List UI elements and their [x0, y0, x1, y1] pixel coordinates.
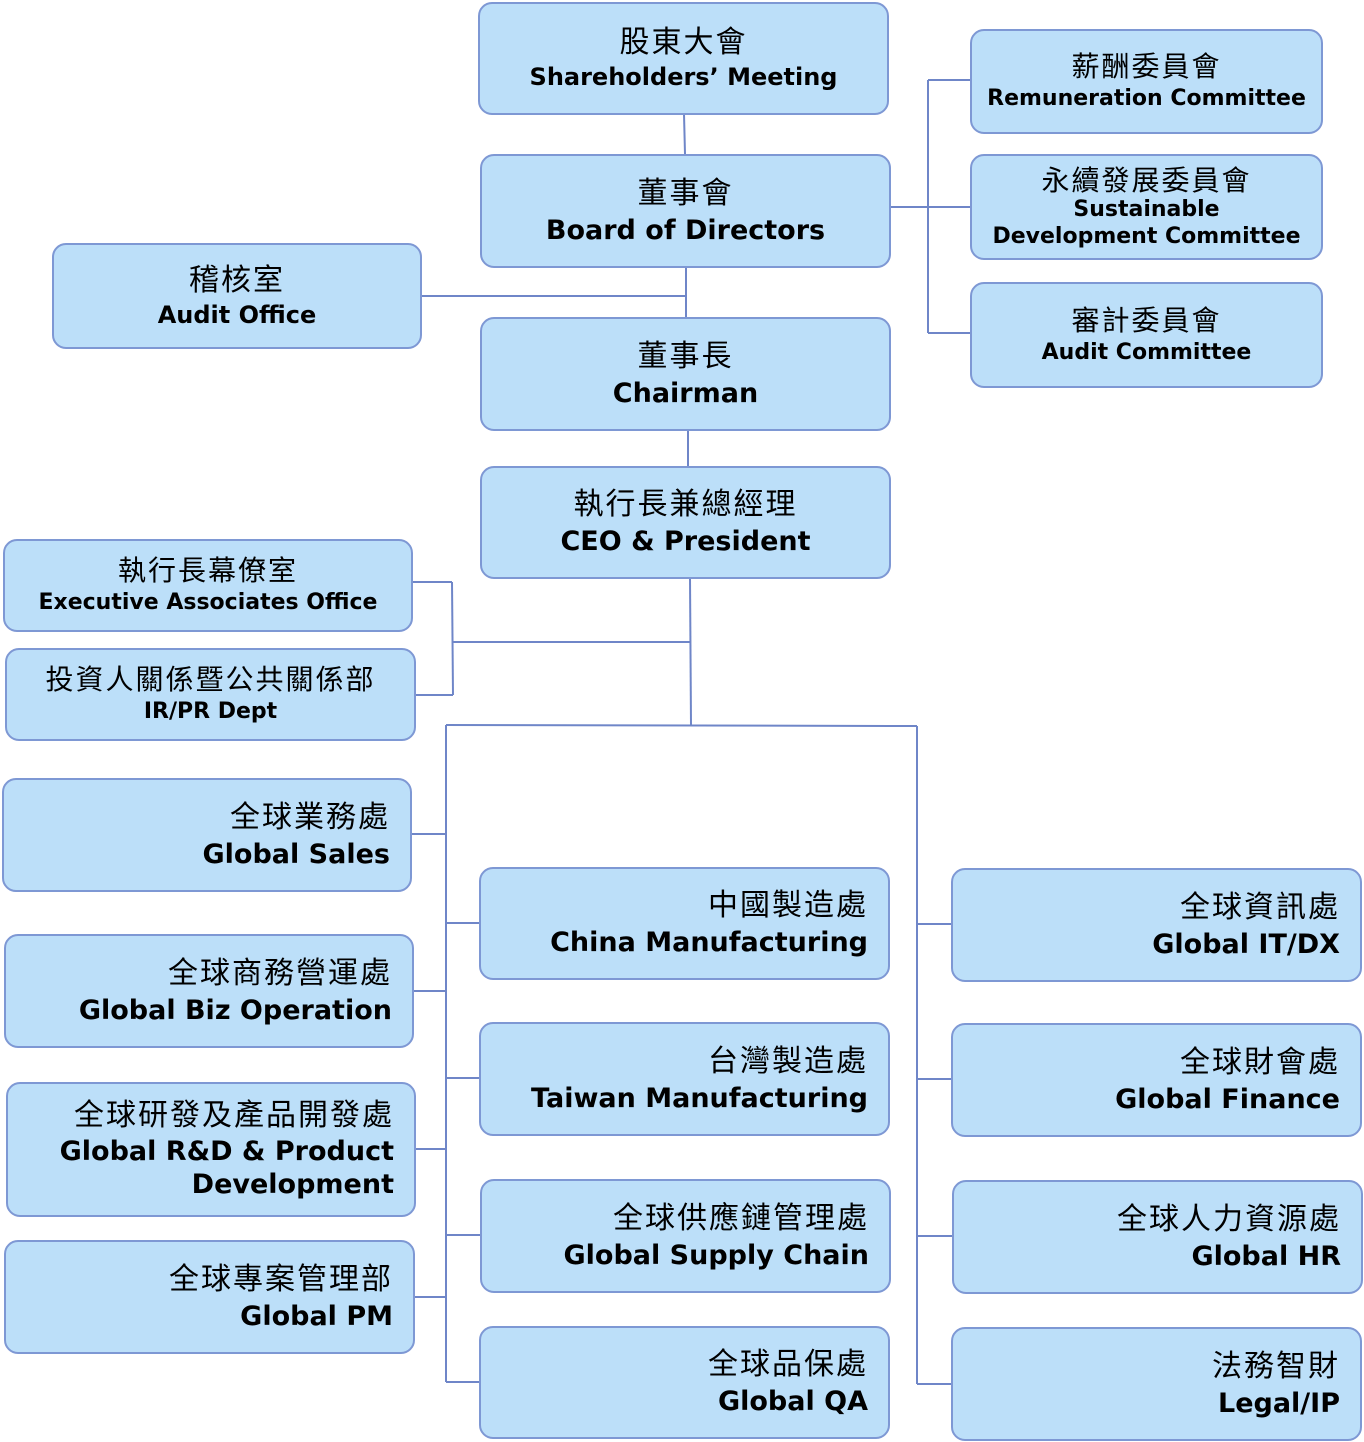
node-zh: 全球資訊處	[1180, 889, 1340, 925]
node-zh: 全球品保處	[708, 1347, 868, 1383]
node-en: Shareholders’ Meeting	[529, 63, 838, 92]
node-remuneration-committee: 薪酬委員會 Remuneration Committee	[970, 29, 1323, 134]
node-en: Global IT/DX	[1152, 928, 1340, 960]
node-en: Global PM	[240, 1300, 393, 1332]
node-en: Sustainable Development Committee	[992, 197, 1301, 249]
node-zh: 永續發展委員會	[1041, 163, 1252, 197]
node-china-manufacturing: 中國製造處 China Manufacturing	[479, 867, 890, 980]
node-en: Legal/IP	[1217, 1387, 1340, 1419]
node-irpr: 投資人關係暨公共關係部 IR/PR Dept	[5, 648, 416, 741]
node-chairman: 董事長 Chairman	[480, 317, 891, 431]
node-en: Audit Committee	[1041, 339, 1252, 365]
node-zh: 執行長幕僚室	[117, 554, 298, 587]
node-global-biz-operation: 全球商務營運處 Global Biz Operation	[4, 934, 414, 1048]
node-global-qa: 全球品保處 Global QA	[479, 1326, 890, 1439]
node-zh: 中國製造處	[708, 888, 868, 924]
node-global-it: 全球資訊處 Global IT/DX	[951, 868, 1362, 982]
node-en: China Manufacturing	[550, 927, 868, 959]
node-en: Remuneration Committee	[987, 86, 1306, 112]
node-zh: 董事長	[637, 338, 734, 374]
node-zh: 法務智財	[1212, 1348, 1340, 1384]
node-global-sales: 全球業務處 Global Sales	[2, 778, 412, 892]
node-zh: 全球研發及產品開發處	[74, 1098, 394, 1133]
node-audit-office: 稽核室 Audit Office	[52, 243, 422, 349]
node-zh: 股東大會	[619, 25, 748, 61]
node-en: Global Sales	[202, 838, 390, 870]
node-zh: 全球財會處	[1180, 1044, 1340, 1080]
node-global-supply-chain: 全球供應鏈管理處 Global Supply Chain	[480, 1179, 891, 1293]
node-shareholders: 股東大會 Shareholders’ Meeting	[478, 2, 889, 115]
node-legal-ip: 法務智財 Legal/IP	[951, 1327, 1362, 1441]
node-sustainable-committee: 永續發展委員會 Sustainable Development Committe…	[970, 154, 1323, 260]
node-zh: 全球供應鏈管理處	[613, 1200, 869, 1236]
node-exec-associates: 執行長幕僚室 Executive Associates Office	[3, 539, 413, 632]
node-en: IR/PR Dept	[143, 699, 278, 725]
node-en: Taiwan Manufacturing	[531, 1082, 868, 1114]
node-en: Board of Directors	[545, 214, 826, 246]
node-zh: 薪酬委員會	[1071, 50, 1222, 83]
node-global-hr: 全球人力資源處 Global HR	[952, 1180, 1363, 1294]
node-en: Chairman	[612, 377, 759, 409]
node-zh: 全球業務處	[230, 799, 390, 835]
node-board: 董事會 Board of Directors	[480, 154, 891, 268]
node-zh: 全球專案管理部	[169, 1261, 393, 1297]
node-taiwan-manufacturing: 台灣製造處 Taiwan Manufacturing	[479, 1022, 890, 1136]
node-en: Global Finance	[1115, 1083, 1340, 1115]
node-en: CEO & President	[560, 526, 811, 558]
node-audit-committee: 審計委員會 Audit Committee	[970, 282, 1323, 388]
node-zh: 執行長兼總經理	[573, 487, 798, 523]
node-zh: 全球商務營運處	[168, 955, 392, 991]
node-zh: 董事會	[637, 175, 734, 211]
node-en: Global HR	[1191, 1240, 1341, 1272]
node-zh: 全球人力資源處	[1117, 1201, 1341, 1237]
node-zh: 投資人關係暨公共關係部	[45, 663, 376, 696]
node-ceo: 執行長兼總經理 CEO & President	[480, 466, 891, 579]
node-zh: 台灣製造處	[708, 1043, 868, 1079]
node-global-rd: 全球研發及產品開發處 Global R&D & Product Developm…	[6, 1082, 416, 1217]
node-en: Global R&D & Product Development	[59, 1135, 394, 1201]
node-en: Global Biz Operation	[78, 994, 392, 1026]
node-zh: 稽核室	[189, 262, 285, 298]
node-en: Audit Office	[157, 300, 317, 329]
node-en: Global Supply Chain	[563, 1239, 869, 1271]
node-en: Executive Associates Office	[38, 590, 378, 616]
node-zh: 審計委員會	[1071, 303, 1222, 337]
node-global-pm: 全球專案管理部 Global PM	[4, 1240, 415, 1354]
node-global-finance: 全球財會處 Global Finance	[951, 1023, 1362, 1137]
node-en: Global QA	[717, 1386, 868, 1418]
